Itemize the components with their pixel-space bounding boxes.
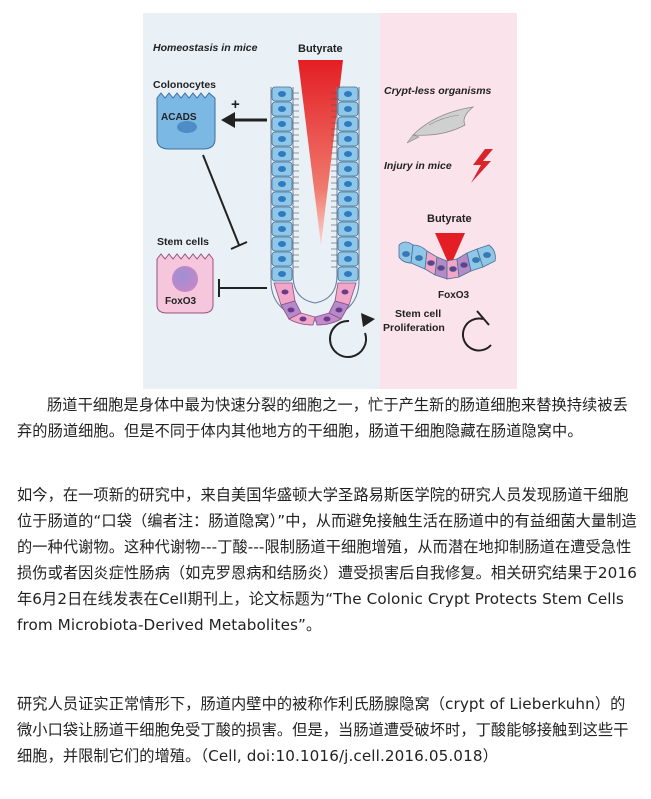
proliferation-arrow-right xyxy=(461,317,492,352)
butyrate-right-label: Butyrate xyxy=(427,213,472,225)
homeostasis-title: Homeostasis in mice xyxy=(153,42,258,54)
acads-arrowhead xyxy=(221,112,235,128)
stem-cell-proliferation-line1: Stem cell xyxy=(395,308,441,320)
inhibition-bar xyxy=(230,241,248,250)
acads-label: ACADS xyxy=(161,112,197,123)
zebrafish-icon xyxy=(406,106,475,144)
butyrate-top-label: Butyrate xyxy=(298,43,343,55)
proliferation-inhibition-bar-right xyxy=(476,310,490,326)
proliferation-arrow-left xyxy=(329,319,367,358)
lightning-icon xyxy=(471,149,493,183)
proliferation-arrowhead-left xyxy=(361,313,375,327)
crypt-structure xyxy=(270,86,360,326)
right-panel-background xyxy=(380,13,517,389)
butyrate-right-triangle xyxy=(435,233,465,267)
injury-label: Injury in mice xyxy=(384,160,452,172)
paragraph-study: 如今，在一项新的研究中，来自美国华盛顿大学圣路易斯医学院的研究人员发现肠道干细胞… xyxy=(17,486,637,634)
foxo3-right-label: FoxO3 xyxy=(438,290,470,301)
stem-cells-label: Stem cells xyxy=(157,236,209,248)
colonocyte-cell xyxy=(156,92,216,150)
plus-sign: + xyxy=(231,96,240,113)
butyrate-gradient-triangle xyxy=(298,60,343,245)
colonocytes-label: Colonocytes xyxy=(153,79,216,91)
paragraph-findings: 研究人员证实正常情形下，肠道内壁中的被称作利氏肠腺隐窝（crypt of Lie… xyxy=(17,695,629,765)
stem-cell-proliferation-line2: Proliferation xyxy=(383,322,445,334)
flat-epithelium xyxy=(398,241,496,280)
crypt-less-label: Crypt-less organisms xyxy=(384,85,492,97)
inhibition-line xyxy=(202,154,240,246)
crypt-diagram-figure: Homeostasis in mice Butyrate xyxy=(143,13,517,389)
foxo3-left-label: FoxO3 xyxy=(165,296,197,307)
paragraph-intro: 肠道干细胞是身体中最为快速分裂的细胞之一，忙于产生新的肠道细胞来替换持续被丢弃的… xyxy=(17,396,628,440)
stem-cell-drawing xyxy=(156,253,214,314)
